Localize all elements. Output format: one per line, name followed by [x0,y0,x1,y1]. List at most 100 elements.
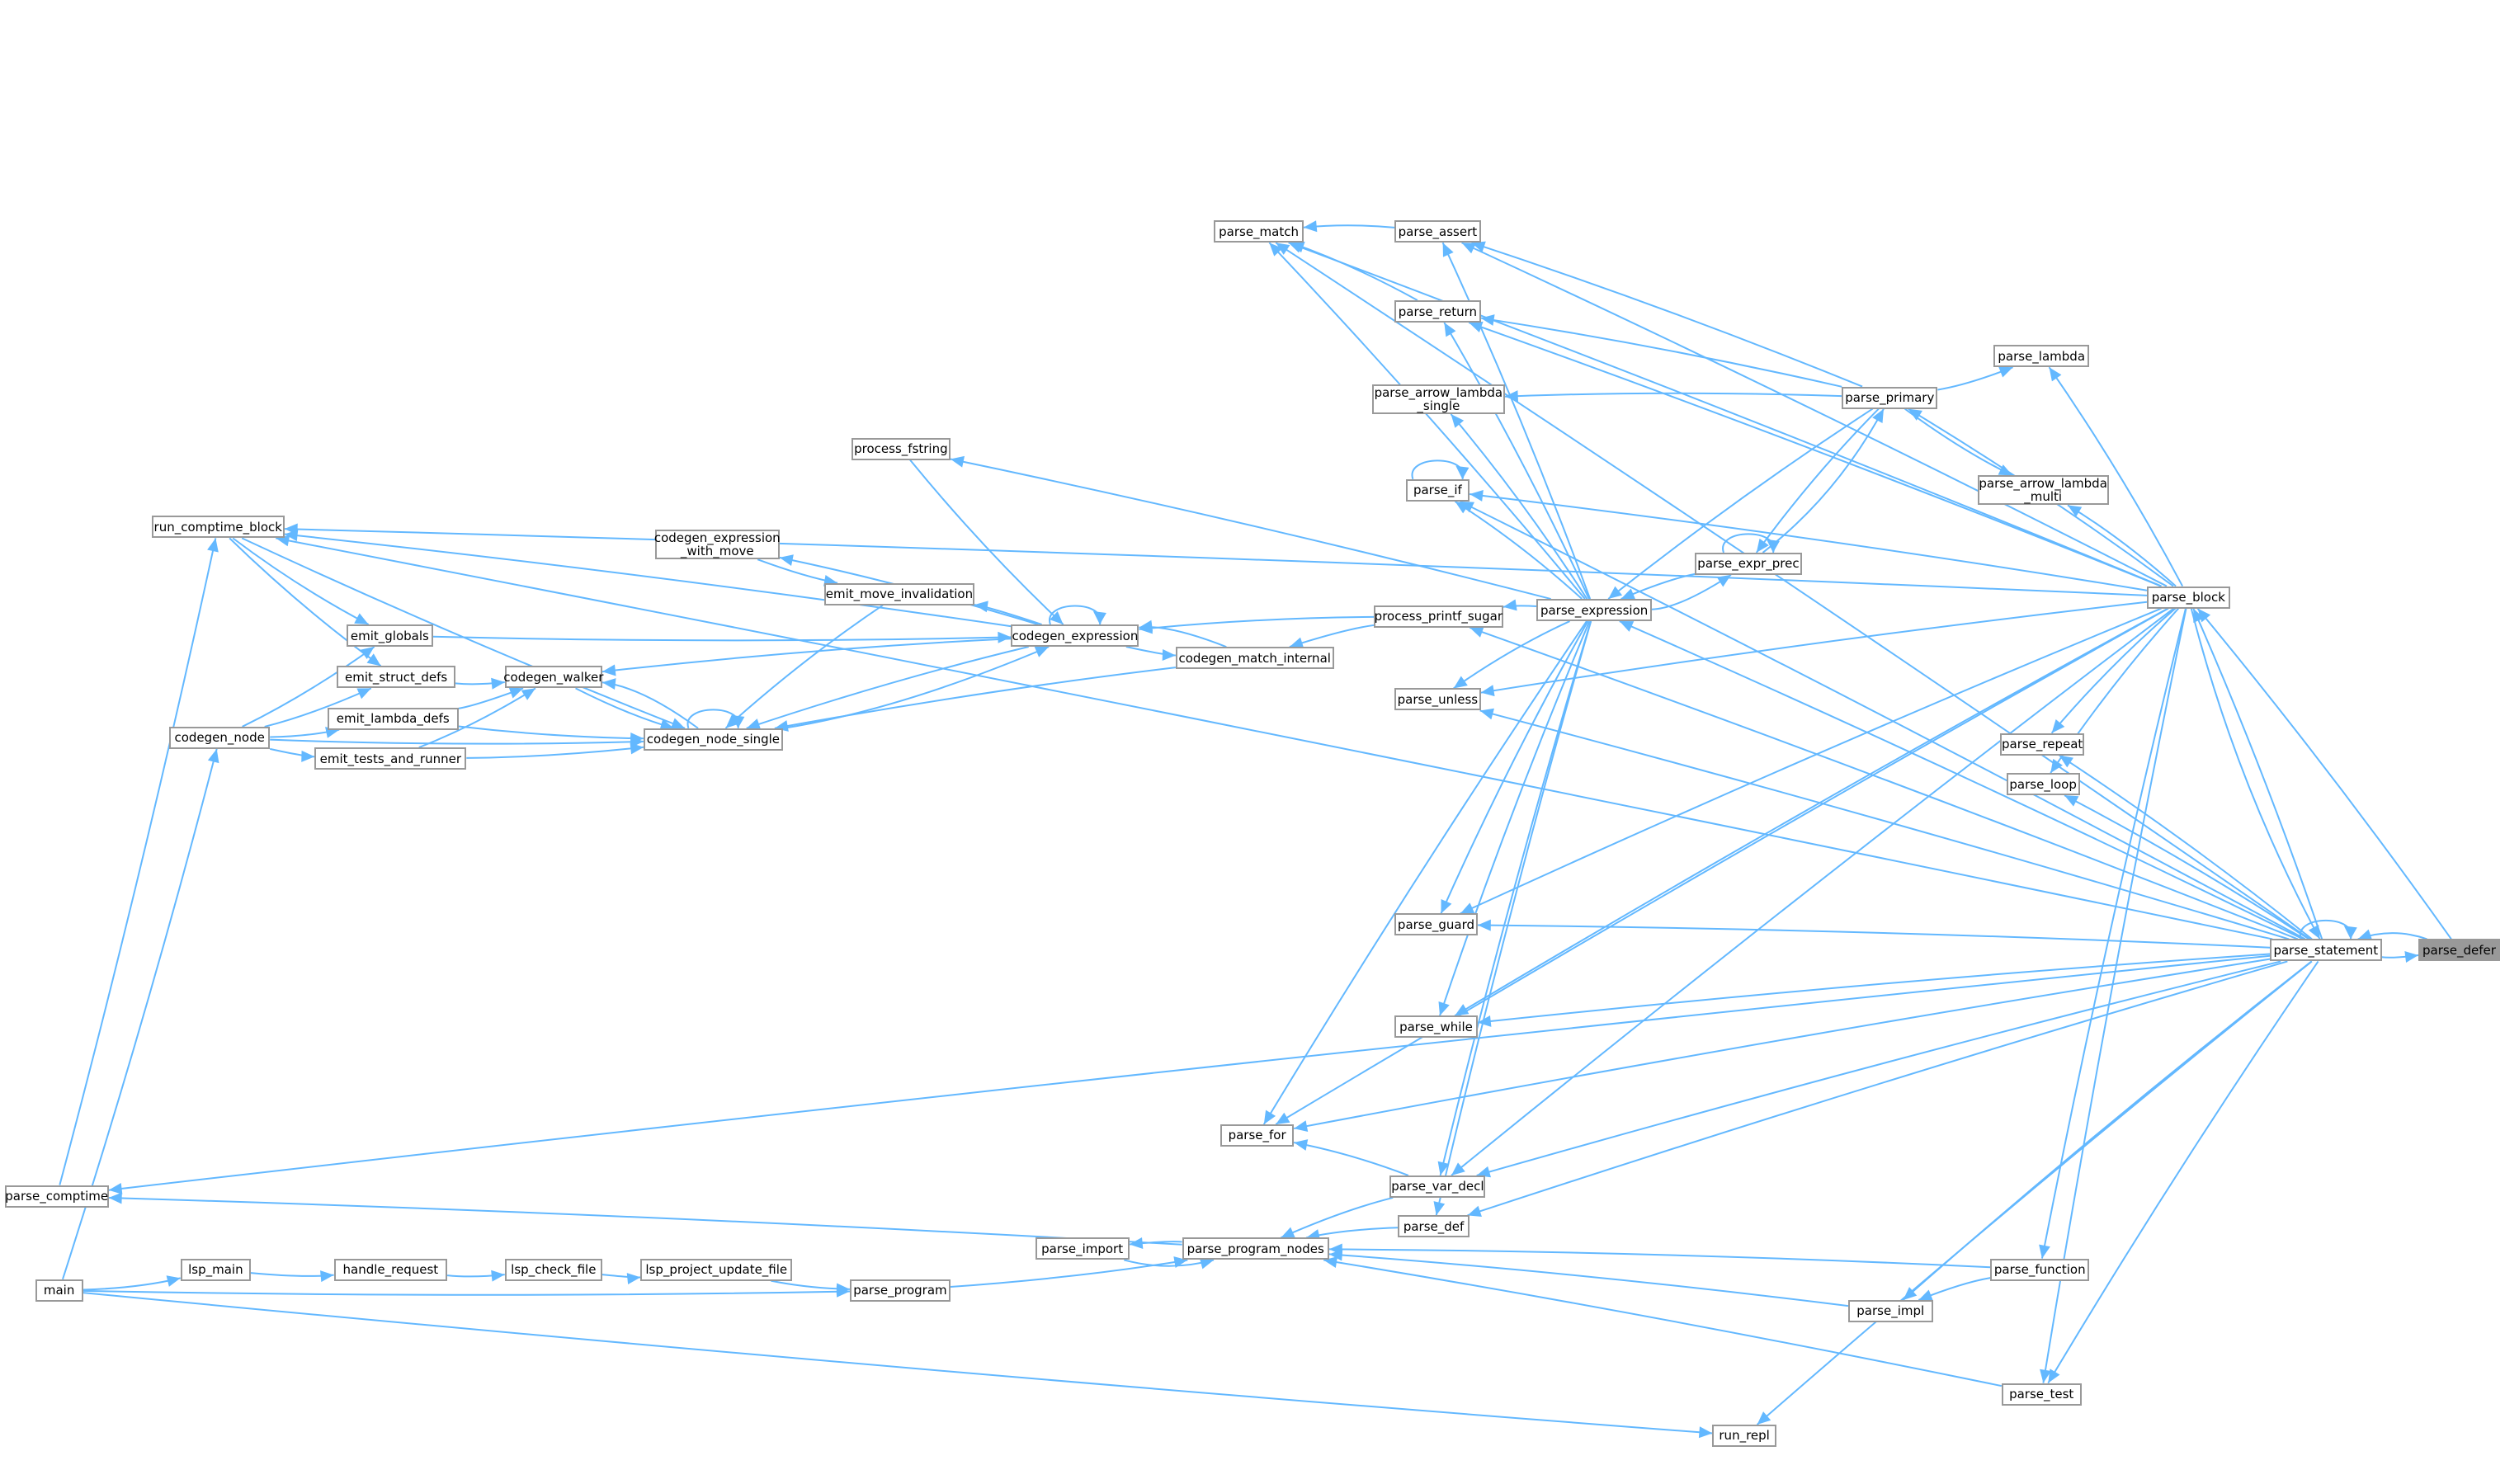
node-parse-def[interactable]: parse_def [1398,1215,1470,1238]
node-parse-function[interactable]: parse_function [1990,1258,2090,1281]
node-run-comptime-block[interactable]: run_comptime_block [151,516,285,539]
edge-parse_block-to-parse_for [1275,607,2169,1125]
arrowhead-icon [2049,367,2062,382]
node-parse-program[interactable]: parse_program [849,1279,951,1302]
edge-parse_expression-to-parse_arrow_lambda_single [1450,413,1588,600]
arrowhead-icon [2051,718,2065,733]
edge-process_printf_sugar-to-codegen_expression [1139,615,1374,630]
node-parse-loop[interactable]: parse_loop [2006,773,2080,796]
arrowhead-icon [1455,465,1470,479]
edge-parse_block-to-parse_return [1468,322,2162,587]
arrowhead-icon [1129,1237,1144,1249]
edge-parse_statement-to-parse_test [2047,960,2319,1384]
arrowhead-icon [1281,1227,1295,1238]
edge-parse_statement-to-parse_expression [1619,620,2304,940]
edge-run_comptime_block-to-codegen_node_single [241,537,686,729]
node-parse-match[interactable]: parse_match [1214,220,1304,243]
edge-codegen_expression-to-codegen_node_single [746,646,1029,729]
node-emit-lambda-defs[interactable]: emit_lambda_defs [327,707,459,730]
node-codegen-expression-with-move[interactable]: codegen_expression _with_move [653,530,781,560]
node-parse-for[interactable]: parse_for [1220,1124,1295,1147]
edge-emit_tests_and_runner-to-codegen_walker [418,687,536,749]
edge-parse_statement-to-run_comptime_block [276,537,2273,940]
node-parse-arrow-lambda-single[interactable]: parse_arrow_lambda _single [1372,384,1505,414]
arrowhead-icon [1918,1289,1933,1301]
node-parse-block[interactable]: parse_block [2146,586,2230,609]
node-parse-assert[interactable]: parse_assert [1394,220,1481,243]
node-main[interactable]: main [35,1279,83,1302]
node-parse-expr-prec[interactable]: parse_expr_prec [1695,552,1802,575]
arrowhead-icon [1263,1109,1276,1124]
edge-parse_primary-to-parse_arrow_lambda_single [1504,392,1842,398]
edge-emit_globals-to-codegen_expression [432,635,1012,642]
arrowhead-icon [1289,637,1304,648]
edge-codegen_walker-to-codegen_node_single [575,687,675,729]
node-parse-impl[interactable]: parse_impl [1847,1299,1933,1322]
arrowhead-icon [1477,1015,1492,1027]
node-parse-lambda[interactable]: parse_lambda [1993,345,2090,368]
arrowhead-icon [2067,505,2083,517]
node-lsp-check-file[interactable]: lsp_check_file [504,1258,602,1281]
node-emit-tests-and-runner[interactable]: emit_tests_and_runner [314,747,467,770]
node-lsp-project-update-file[interactable]: lsp_project_update_file [640,1258,793,1281]
arrowhead-icon [1467,1205,1482,1217]
node-parse-statement[interactable]: parse_statement [2270,939,2382,962]
arrowhead-icon [207,538,219,553]
node-codegen-node[interactable]: codegen_node [169,726,271,749]
arrowhead-icon [1453,676,1468,689]
node-parse-program-nodes[interactable]: parse_program_nodes [1182,1237,1329,1260]
node-handle-request[interactable]: handle_request [333,1258,448,1281]
arrowhead-icon [1620,588,1636,600]
arrowhead-icon [1698,1426,1713,1439]
node-parse-arrow-lambda-multi[interactable]: parse_arrow_lambda _multi [1977,475,2109,506]
arrowhead-icon [2040,1369,2051,1383]
node-parse-defer[interactable]: parse_defer [2418,939,2500,962]
node-parse-guard[interactable]: parse_guard [1394,913,1478,936]
arrowhead-icon [1306,1229,1321,1241]
edge-parse_block-to-parse_assert [1461,242,2168,587]
arrowhead-icon [166,1275,181,1287]
node-parse-test[interactable]: parse_test [2001,1383,2082,1406]
edge-parse_assert-to-parse_match [1303,224,1395,228]
arrowhead-icon [491,1270,505,1282]
node-emit-struct-defs[interactable]: emit_struct_defs [337,666,455,689]
node-parse-return[interactable]: parse_return [1394,300,1481,323]
node-parse-comptime[interactable]: parse_comptime [4,1185,109,1208]
edge-parse_expression-to-parse_guard [1440,620,1589,914]
edge-parse_statement-to-parse_match [1275,242,2310,940]
node-emit-move-invalidation[interactable]: emit_move_invalidation [823,582,974,605]
node-parse-var-decl[interactable]: parse_var_decl [1389,1175,1486,1198]
edge-parse_statement-to-run_repl [1756,960,2313,1425]
edge-parse_primary-to-parse_expression [1607,408,1874,600]
node-codegen-expression[interactable]: codegen_expression [1011,624,1139,648]
node-process-printf-sugar[interactable]: process_printf_sugar [1373,605,1503,628]
node-parse-expression[interactable]: parse_expression [1536,599,1652,622]
edge-codegen_expression-to-run_comptime_block [284,533,1012,628]
node-parse-if[interactable]: parse_if [1405,478,1470,502]
arrowhead-icon [998,631,1012,643]
arrowhead-icon [1294,1139,1309,1151]
node-process-fstring[interactable]: process_fstring [851,437,951,460]
edge-parse_block-to-parse_guard [1460,607,2162,915]
arrowhead-icon [2048,1369,2060,1383]
node-emit-globals[interactable]: emit_globals [347,624,433,648]
node-parse-while[interactable]: parse_while [1394,1015,1478,1039]
node-parse-repeat[interactable]: parse_repeat [1999,733,2085,756]
node-lsp-main[interactable]: lsp_main [180,1258,251,1281]
arrowhead-icon [1460,902,1475,914]
edge-parse_statement-to-parse_block [2192,608,2323,940]
edge-parse_block-to-parse_while [1454,607,2169,1017]
node-parse-import[interactable]: parse_import [1035,1237,1130,1260]
arrowhead-icon [1451,414,1465,428]
edge-parse_block-to-parse_var_decl [1451,607,2175,1176]
node-run-repl[interactable]: run_repl [1712,1424,1776,1447]
node-parse-primary[interactable]: parse_primary [1842,386,1938,409]
node-codegen-node-single[interactable]: codegen_node_single [644,728,783,751]
arrowhead-icon [1504,390,1518,403]
node-parse-unless[interactable]: parse_unless [1394,688,1481,711]
node-codegen-walker[interactable]: codegen_walker [503,666,603,689]
arrowhead-icon [356,688,371,700]
node-codegen-match-internal[interactable]: codegen_match_internal [1175,647,1334,670]
arrowhead-icon [1328,1249,1343,1261]
